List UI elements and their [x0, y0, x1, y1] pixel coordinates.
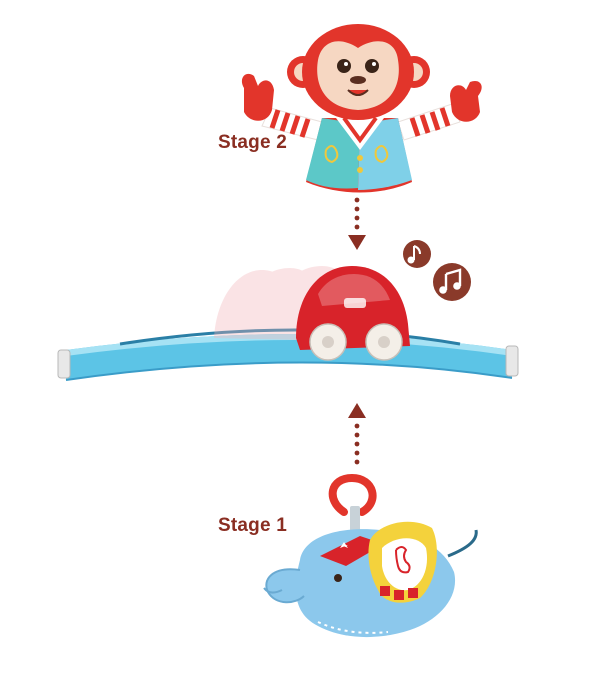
- music-note-icon: [403, 240, 431, 268]
- music-notes-icon: [433, 263, 471, 301]
- dotted-arrow-up-icon: [348, 403, 366, 465]
- monkey-plush-toy: [241, 24, 482, 193]
- monkey-left-arm: [241, 73, 323, 141]
- dotted-arrow-down-icon: [348, 197, 366, 250]
- elephant-ring: [328, 473, 377, 534]
- elephant-plush-toy: [263, 473, 478, 638]
- monkey-head: [287, 24, 430, 120]
- elephant-ear: [368, 521, 437, 603]
- stage-1-label: Stage 1: [218, 515, 287, 536]
- stage-2-label: Stage 2: [218, 132, 287, 153]
- monkey-right-arm: [397, 80, 482, 141]
- red-toy-car: [296, 266, 410, 361]
- monkey-body: [306, 116, 412, 193]
